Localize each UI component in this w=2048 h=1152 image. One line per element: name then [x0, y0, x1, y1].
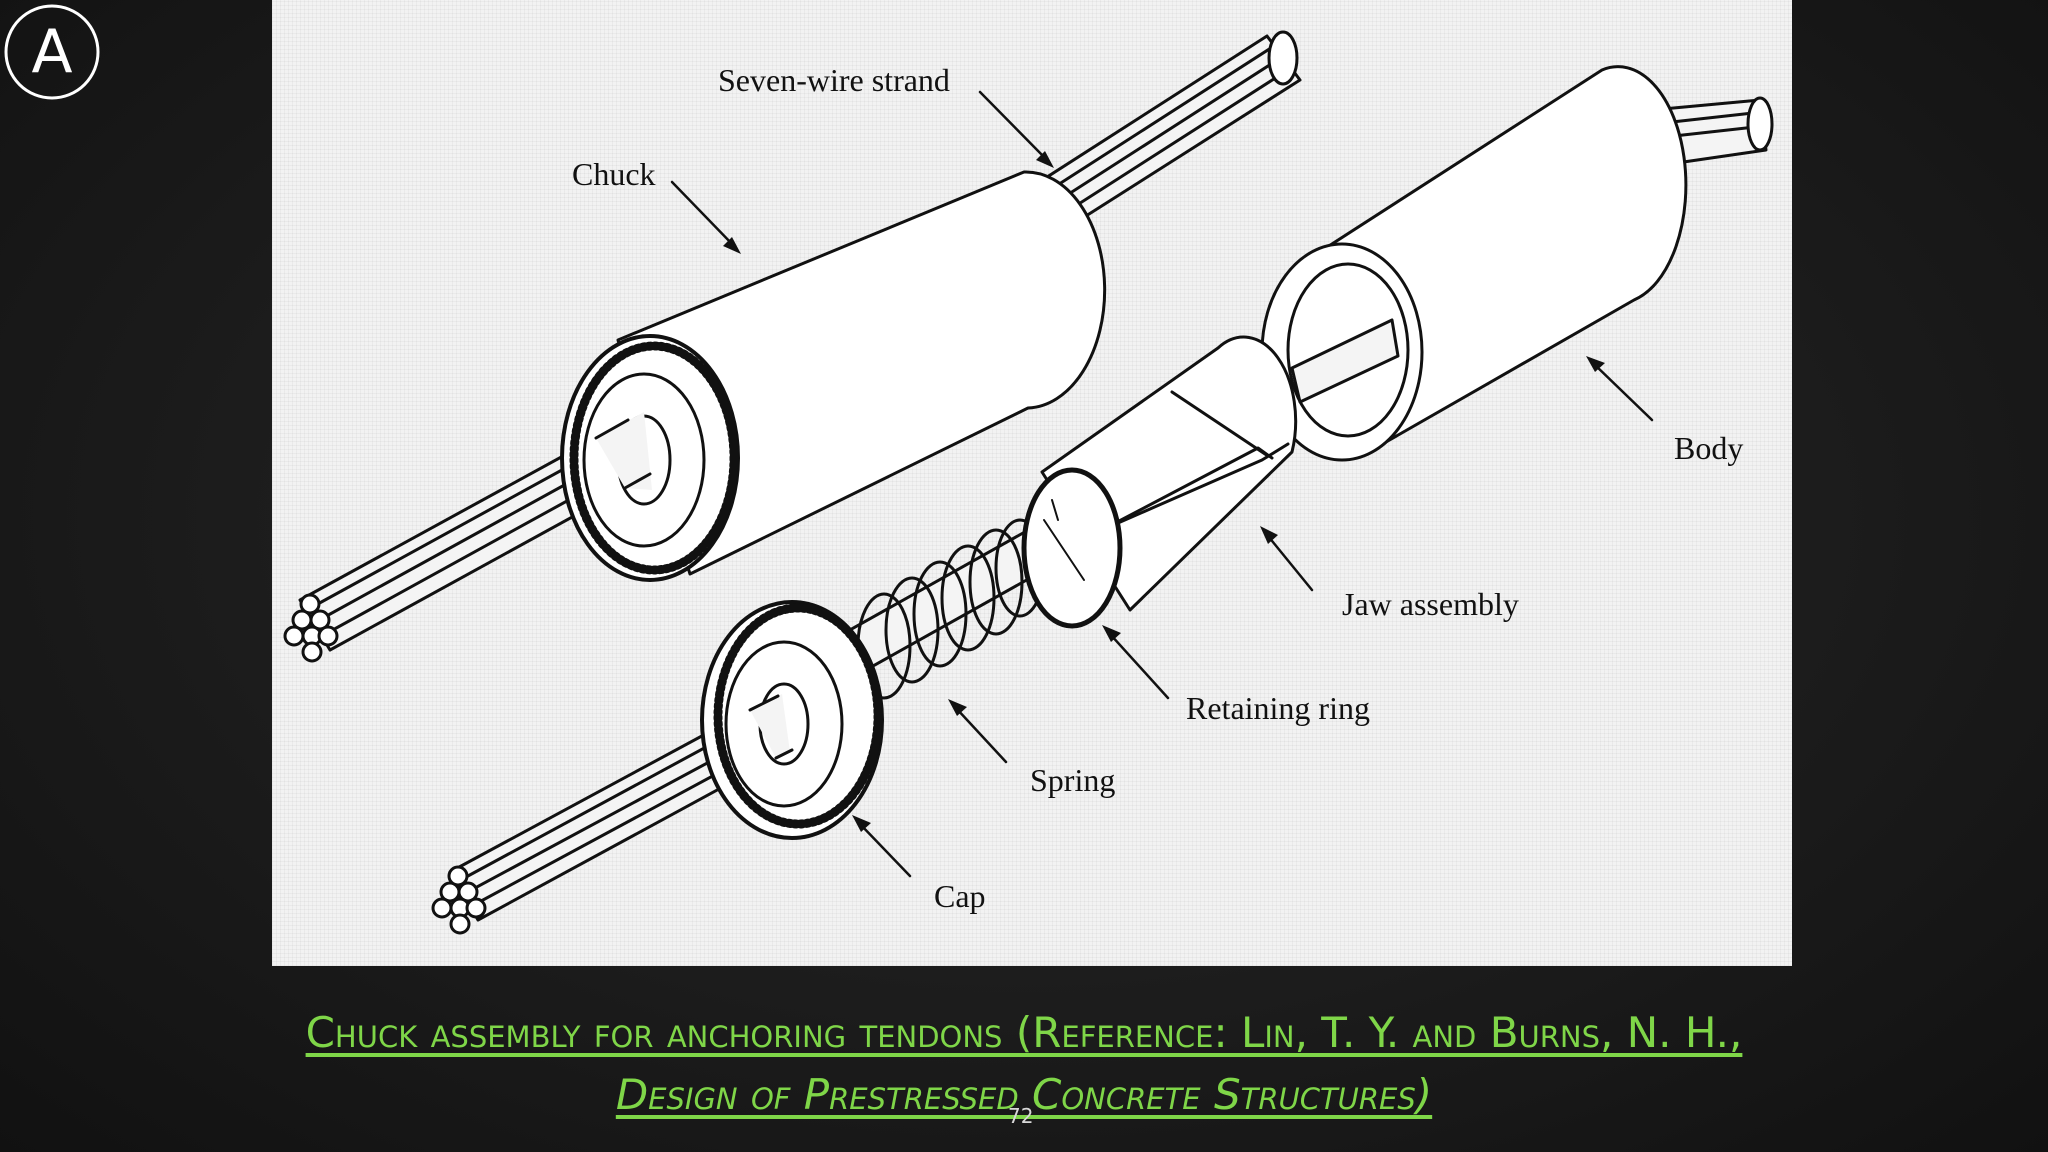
chuck-assembly-figure: Seven-wire strand Chuck Body Jaw assembl… — [272, 0, 1792, 966]
page-number: 72 — [1008, 1104, 1034, 1128]
leader-arrows — [670, 90, 1654, 878]
label-jaw-assembly: Jaw assembly — [1342, 586, 1519, 622]
label-spring: Spring — [1030, 762, 1116, 798]
label-cap: Cap — [934, 878, 986, 914]
label-chuck: Chuck — [572, 156, 656, 192]
label-body: Body — [1674, 430, 1744, 466]
logo: A — [2, 2, 100, 100]
upper-strand-front — [283, 436, 627, 663]
label-seven-wire-strand: Seven-wire strand — [718, 62, 950, 98]
caption-line-2: Design of Prestressed Concrete Structure… — [615, 1070, 1433, 1119]
retaining-ring — [1021, 467, 1123, 629]
a-circle-logo-icon — [4, 4, 100, 100]
chuck-body — [616, 170, 1107, 576]
logo-letter: A — [31, 17, 73, 87]
chuck-assembly-diagram — [283, 30, 1774, 935]
figure-caption: Chuck assembly for anchoring tendons (Re… — [60, 1002, 1988, 1126]
label-retaining-ring: Retaining ring — [1186, 690, 1370, 726]
caption-line-1: Chuck assembly for anchoring tendons (Re… — [305, 1008, 1743, 1057]
